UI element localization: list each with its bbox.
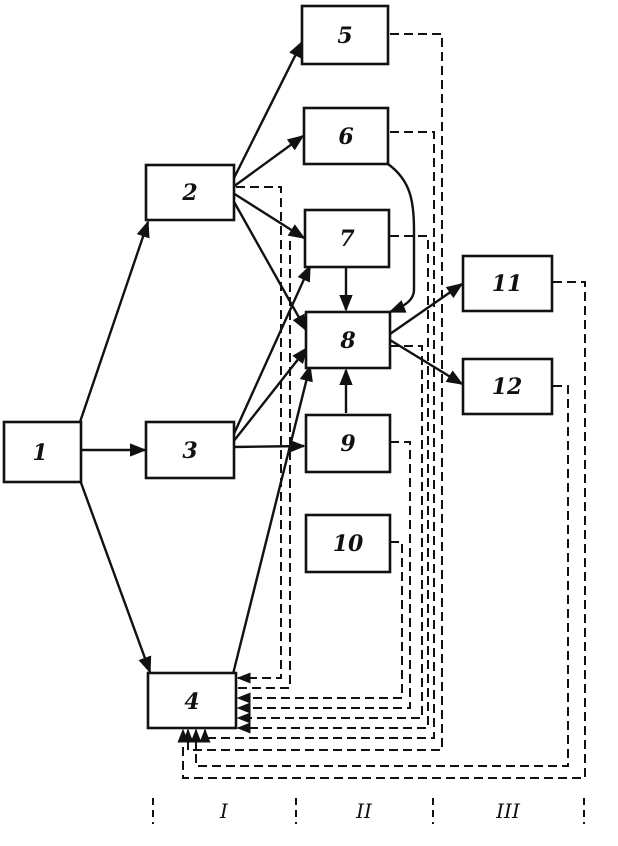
solid-edges bbox=[78, 40, 464, 675]
node-1-label: 1 bbox=[32, 440, 47, 466]
node-11: 11 bbox=[461, 254, 554, 313]
feedback-6-4 bbox=[199, 131, 435, 743]
edge-1-4 bbox=[78, 479, 152, 674]
node-1: 1 bbox=[2, 420, 83, 484]
node-7: 7 bbox=[303, 208, 391, 269]
feedback-2-4 bbox=[236, 186, 282, 684]
node-6-label: 6 bbox=[338, 124, 353, 150]
edge-3-7 bbox=[231, 264, 312, 437]
feedback-5-4 bbox=[182, 33, 443, 751]
node-6: 6 bbox=[302, 106, 390, 166]
node-7-label: 7 bbox=[339, 226, 355, 252]
node-10: 10 bbox=[304, 513, 392, 574]
feedback-12-4 bbox=[190, 385, 569, 767]
node-8: 8 bbox=[304, 310, 392, 370]
stage-axis: I II III bbox=[152, 798, 585, 824]
edge-2-6 bbox=[232, 135, 305, 188]
node-2: 2 bbox=[144, 163, 236, 222]
edge-3-8 bbox=[232, 346, 309, 443]
feedback-10-4 bbox=[236, 541, 403, 704]
feedback-8-4 bbox=[236, 345, 423, 724]
feedback-stub bbox=[238, 240, 291, 689]
node-5-label: 5 bbox=[337, 23, 352, 49]
feedback-7-4 bbox=[236, 235, 429, 734]
node-9-label: 9 bbox=[340, 431, 355, 457]
node-11-label: 11 bbox=[492, 271, 523, 297]
feedback-edges bbox=[177, 33, 586, 779]
node-12: 12 bbox=[461, 357, 554, 416]
node-10-label: 10 bbox=[333, 531, 364, 557]
edge-8-11 bbox=[389, 283, 464, 335]
node-9: 9 bbox=[304, 413, 392, 474]
feedback-9-4 bbox=[236, 441, 411, 714]
node-4: 4 bbox=[146, 671, 238, 730]
node-5: 5 bbox=[300, 4, 390, 66]
edge-2-5 bbox=[231, 40, 304, 181]
node-8-label: 8 bbox=[339, 328, 355, 354]
edge-3-9 bbox=[232, 439, 306, 453]
node-4-label: 4 bbox=[184, 689, 199, 715]
feedback-11-4 bbox=[177, 281, 586, 779]
edge-2-7 bbox=[232, 191, 306, 240]
node-12-label: 12 bbox=[492, 374, 523, 400]
edge-2-8 bbox=[231, 199, 308, 332]
node-3-label: 3 bbox=[182, 438, 197, 464]
stage-label-3: III bbox=[495, 799, 521, 823]
node-2-label: 2 bbox=[181, 180, 197, 206]
stage-label-2: II bbox=[355, 799, 373, 823]
edge-4-8 bbox=[231, 364, 313, 675]
edge-6-8 bbox=[387, 163, 416, 314]
edge-1-2 bbox=[78, 220, 150, 423]
node-3: 3 bbox=[144, 420, 236, 480]
edge-8-12 bbox=[389, 338, 464, 386]
stage-label-1: I bbox=[219, 799, 229, 823]
